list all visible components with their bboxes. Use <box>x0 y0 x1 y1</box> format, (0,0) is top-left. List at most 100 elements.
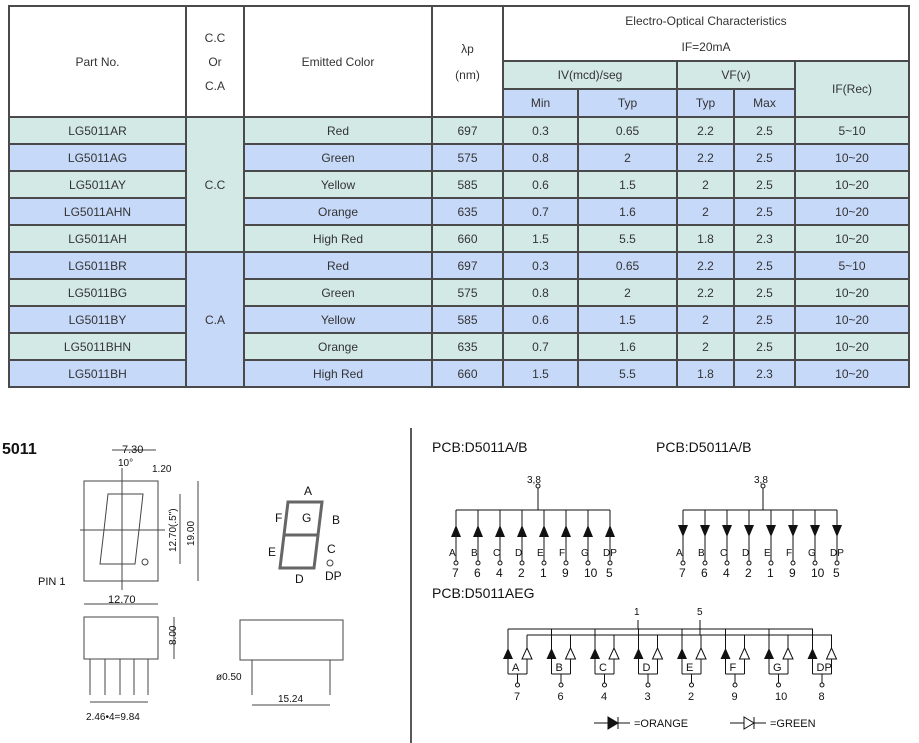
legend-orange: =ORANGE <box>634 718 688 730</box>
cell-vf-max: 2.5 <box>733 251 796 280</box>
segment-label: A <box>449 548 456 559</box>
diode-icon <box>678 525 688 537</box>
cell-vf-max: 2.5 <box>733 170 796 199</box>
orange-diode-icon <box>720 648 731 659</box>
header-iv-min: Min <box>502 88 579 118</box>
orange-diode-icon <box>503 648 513 659</box>
cell-iv-min: 1.5 <box>502 224 579 253</box>
ca-title: PCB:D5011A/B <box>656 439 751 455</box>
pin-number: 7 <box>679 566 686 580</box>
diode-icon <box>788 525 798 537</box>
header-iv-typ: Typ <box>577 88 678 118</box>
cell-iv-typ: 1.5 <box>577 305 678 334</box>
svg-text:15.24: 15.24 <box>278 694 303 705</box>
diode-icon <box>539 525 549 537</box>
cell-vf-typ: 2.2 <box>676 143 735 172</box>
segment-label: E <box>764 548 771 559</box>
header-vf-typ: Typ <box>676 88 735 118</box>
pin-number: 4 <box>723 566 730 580</box>
svg-text:19.00: 19.00 <box>186 521 197 546</box>
pin-number: 7 <box>514 691 520 703</box>
orange-diode-icon <box>807 648 818 659</box>
diode-icon <box>451 525 461 537</box>
header-iv: IV(mcd)/seg <box>502 60 678 90</box>
pin-number: 2 <box>688 691 694 703</box>
cell-iv-min: 0.7 <box>502 332 579 361</box>
segment-label: F <box>559 548 565 559</box>
cell-vf-typ: 2 <box>676 170 735 199</box>
cell-iv-typ: 2 <box>577 278 678 307</box>
svg-text:C: C <box>327 542 336 556</box>
orange-diode-icon <box>677 648 687 659</box>
svg-text:10°: 10° <box>118 458 133 469</box>
diode-icon <box>810 525 820 537</box>
cell-lp: 585 <box>431 305 504 334</box>
cell-iv-typ: 0.65 <box>577 251 678 280</box>
diode-icon <box>722 525 732 537</box>
green-diode-icon <box>608 646 620 660</box>
cell-vf-max: 2.5 <box>733 305 796 334</box>
header-if-rec: IF(Rec) <box>794 60 910 118</box>
svg-text:2.46•4=9.84: 2.46•4=9.84 <box>86 712 140 723</box>
cell-part: LG5011BR <box>8 251 187 280</box>
pin-number: 5 <box>606 566 613 580</box>
pin-number: 9 <box>732 691 738 703</box>
header-lambda: λp(nm) <box>431 5 504 118</box>
pin-number: 9 <box>789 566 796 580</box>
orange-diode-icon <box>590 648 600 659</box>
cc-title: PCB:D5011A/B <box>432 439 527 455</box>
cell-vf-max: 2.5 <box>733 278 796 307</box>
cell-if: 10~20 <box>794 332 910 361</box>
cell-color: Red <box>243 116 433 145</box>
cell-color: Yellow <box>243 170 433 199</box>
svg-text:B: B <box>332 513 340 527</box>
header-emitted-color: Emitted Color <box>243 5 433 118</box>
segment-label: C <box>720 548 727 559</box>
front-view <box>80 449 344 706</box>
pin-number: 6 <box>701 566 708 580</box>
pin-number: 10 <box>811 566 825 580</box>
svg-text:E: E <box>268 545 276 559</box>
cell-iv-typ: 5.5 <box>577 359 678 388</box>
diode-icon <box>832 525 842 537</box>
cell-if: 10~20 <box>794 305 910 334</box>
model-label: 5011 <box>2 441 37 458</box>
cell-iv-min: 0.6 <box>502 305 579 334</box>
green-diode-icon <box>825 646 838 660</box>
svg-text:ø0.50: ø0.50 <box>216 672 242 683</box>
cell-lp: 660 <box>431 224 504 253</box>
pin-number: 2 <box>518 566 525 580</box>
aeg-title: PCB:D5011AEG <box>432 585 534 601</box>
svg-text:3,8: 3,8 <box>527 475 541 486</box>
cell-lp: 635 <box>431 332 504 361</box>
cell-lp: 697 <box>431 251 504 280</box>
svg-text:8.00: 8.00 <box>168 625 179 645</box>
group-cc: C.C <box>185 116 245 253</box>
cell-iv-typ: 1.5 <box>577 170 678 199</box>
diode-icon <box>561 525 571 537</box>
pin-number: 5 <box>833 566 840 580</box>
green-diode-icon <box>695 646 707 660</box>
legend-green: =GREEN <box>770 718 816 730</box>
cell-iv-min: 0.3 <box>502 251 579 280</box>
cell-color: High Red <box>243 224 433 253</box>
diode-icon <box>605 525 615 537</box>
svg-text:5: 5 <box>697 607 703 618</box>
pin-number: 6 <box>558 691 564 703</box>
header-vf-max: Max <box>733 88 796 118</box>
cell-color: Red <box>243 251 433 280</box>
cell-part: LG5011AH <box>8 224 187 253</box>
diode-icon <box>495 525 505 537</box>
cell-iv-min: 0.8 <box>502 143 579 172</box>
diode-icon <box>700 525 710 537</box>
svg-text:12.70(.5"): 12.70(.5") <box>168 508 179 552</box>
header-vf: VF(v) <box>676 60 796 90</box>
svg-text:12.70: 12.70 <box>108 594 136 606</box>
cell-if: 5~10 <box>794 116 910 145</box>
segment-label: G <box>581 548 589 559</box>
cell-color: High Red <box>243 359 433 388</box>
